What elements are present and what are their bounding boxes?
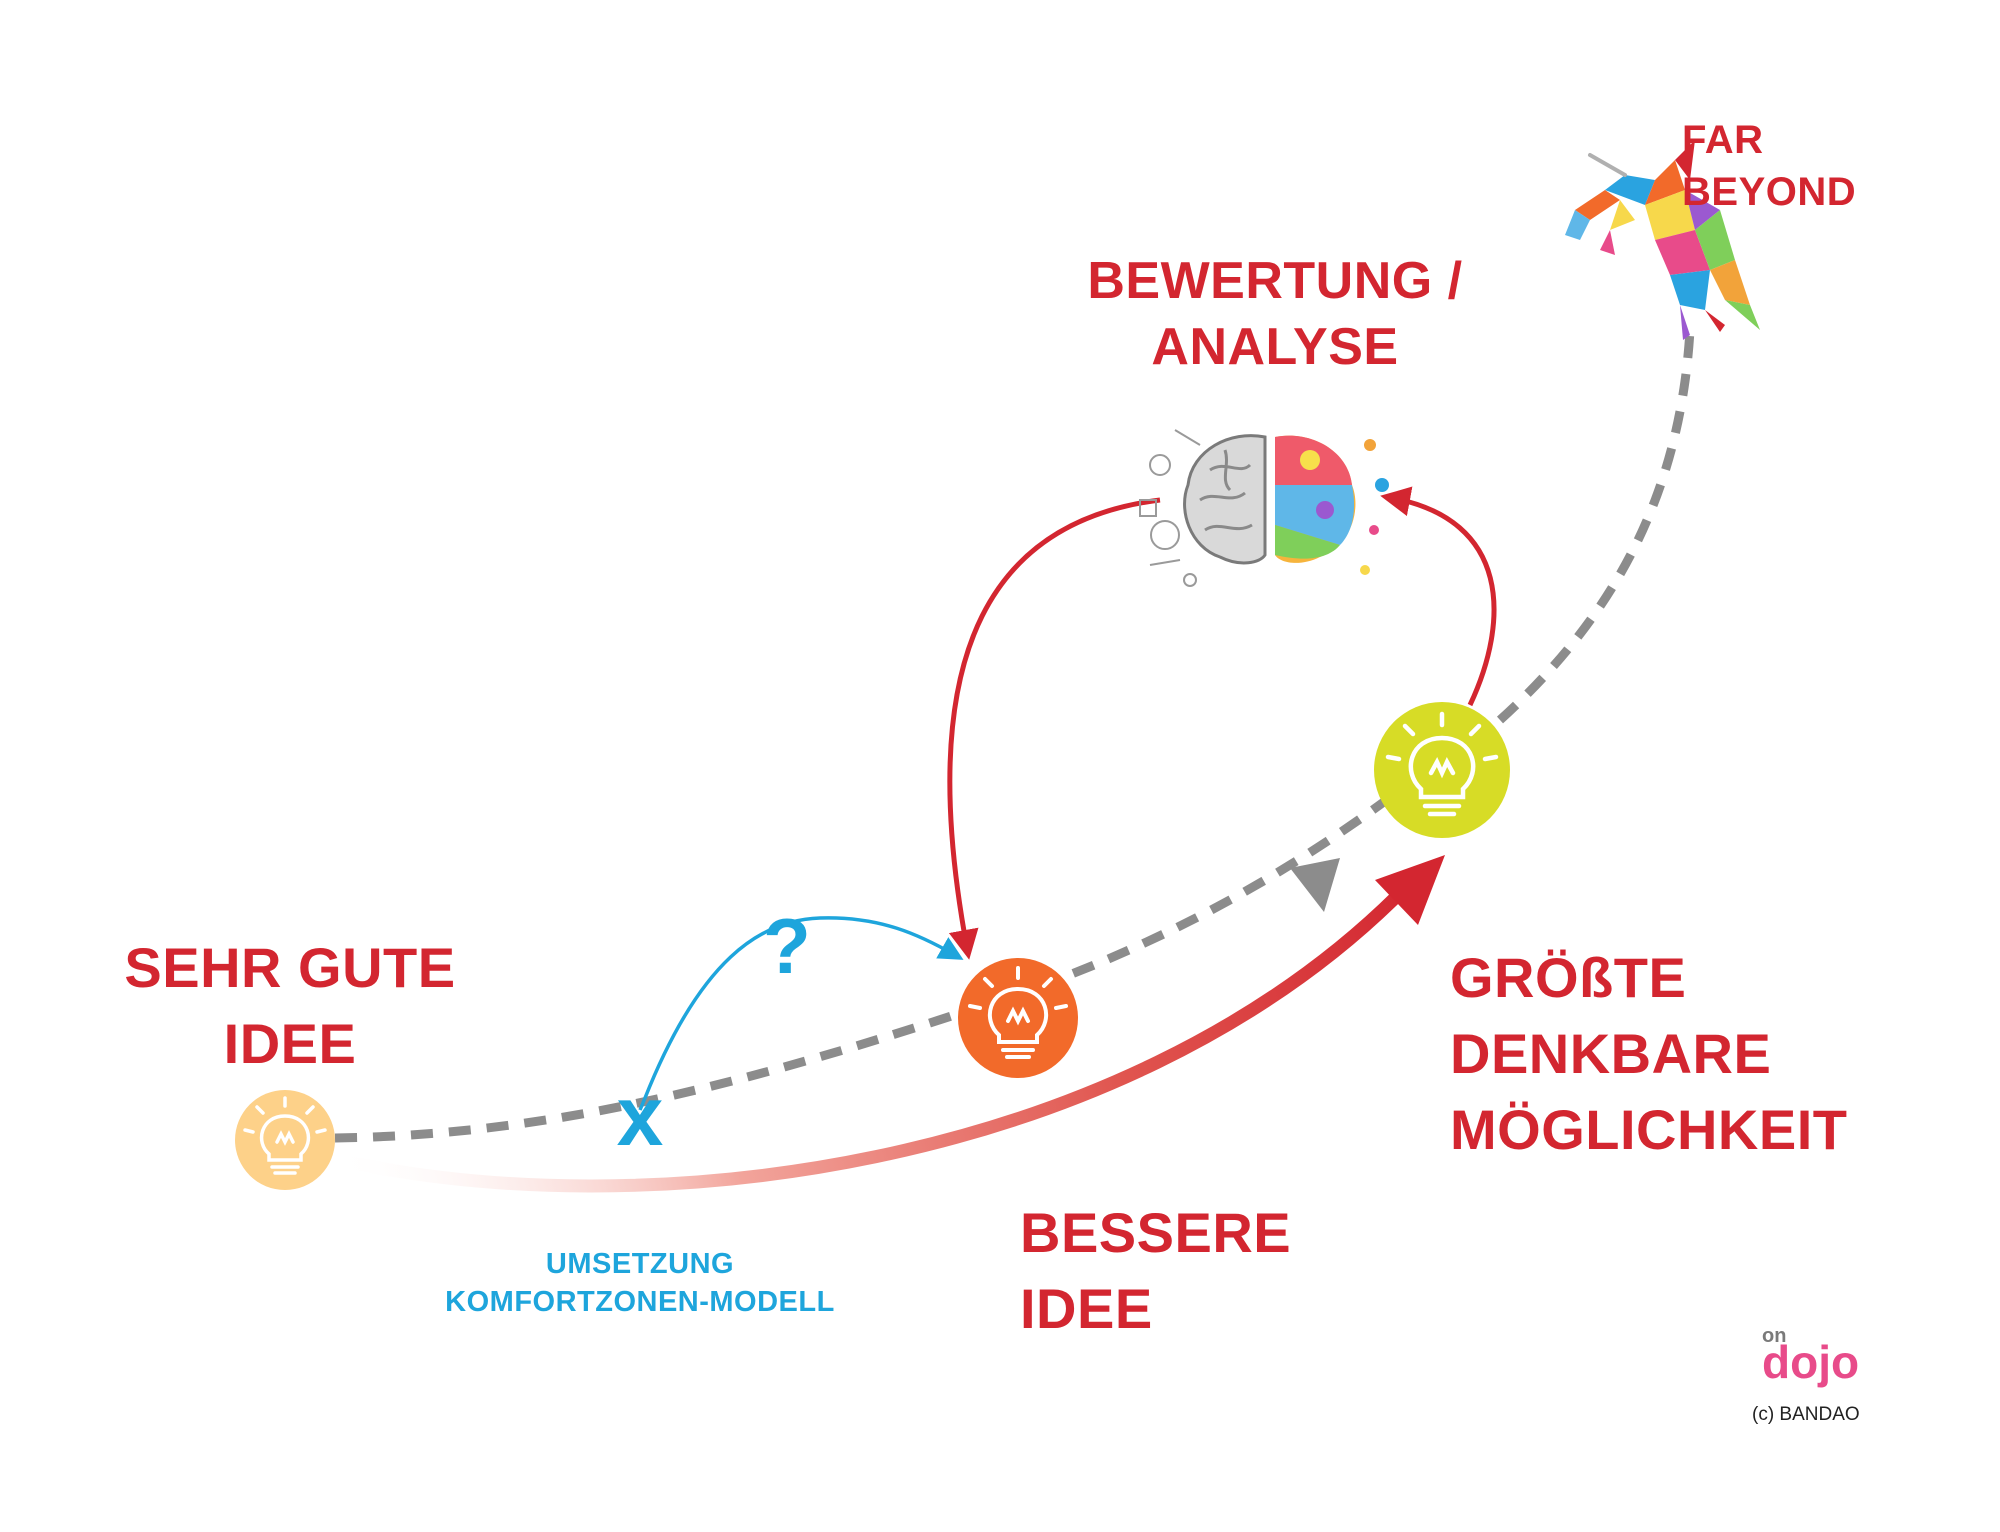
label-line: ANALYSE <box>1151 318 1399 376</box>
label-line: BEYOND <box>1682 170 1857 214</box>
copyright-text: (c) BANDAO <box>1752 1404 1860 1425</box>
arrow-to-brain <box>1380 486 1497 707</box>
ondojo-logo: on dojo <box>1762 1325 1859 1388</box>
red-swoosh-arrow <box>323 888 1405 1193</box>
label-line: DENKBARE <box>1450 1022 1772 1085</box>
lightbulb-icon <box>235 1090 335 1190</box>
label-sehr-gute-idee: SEHR GUTE IDEE <box>120 930 460 1082</box>
label-bessere-idee: BESSERE IDEE <box>1020 1195 1291 1347</box>
blue-arc-arrow <box>643 916 964 1099</box>
label-line: IDEE <box>1020 1277 1153 1340</box>
blue-arc-start <box>638 1097 647 1111</box>
label-bewertung-analyse: BEWERTUNG / ANALYSE <box>1055 248 1495 380</box>
logo-small-text: on <box>1762 1325 1786 1347</box>
label-line: GRÖßTE <box>1450 946 1687 1009</box>
label-line: FAR <box>1682 118 1764 162</box>
brain-icon <box>1139 429 1389 587</box>
label-groesste-moeglichkeit: GRÖßTE DENKBARE MÖGLICHKEIT <box>1450 940 1847 1168</box>
label-line: KOMFORTZONEN-MODELL <box>445 1286 835 1318</box>
label-line: BESSERE <box>1020 1201 1292 1264</box>
arrow-brain-to-better-idea <box>947 497 1161 960</box>
label-line: MÖGLICHKEIT <box>1450 1098 1848 1161</box>
label-far-beyond: FAR BEYOND <box>1682 114 1856 218</box>
label-line: BEWERTUNG / <box>1087 252 1463 310</box>
label-line: IDEE <box>223 1012 357 1075</box>
question-mark: ? <box>763 902 811 990</box>
label-line: UMSETZUNG <box>545 1248 735 1280</box>
x-mark: x <box>617 1069 664 1163</box>
path-dotted-up <box>1496 329 1695 724</box>
red-arrowhead-icon <box>1375 855 1445 925</box>
lightbulb-icon <box>958 958 1078 1078</box>
logo-main-text: dojo <box>1762 1336 1859 1388</box>
lightbulb-icon <box>1374 702 1510 838</box>
label-umsetzung: UMSETZUNG KOMFORTZONEN-MODELL <box>430 1245 850 1321</box>
unicorn-icon <box>1565 140 1760 340</box>
label-line: SEHR GUTE <box>124 936 456 999</box>
gray-arrowhead-icon <box>1290 858 1340 912</box>
path-dotted-main <box>334 786 1403 1143</box>
